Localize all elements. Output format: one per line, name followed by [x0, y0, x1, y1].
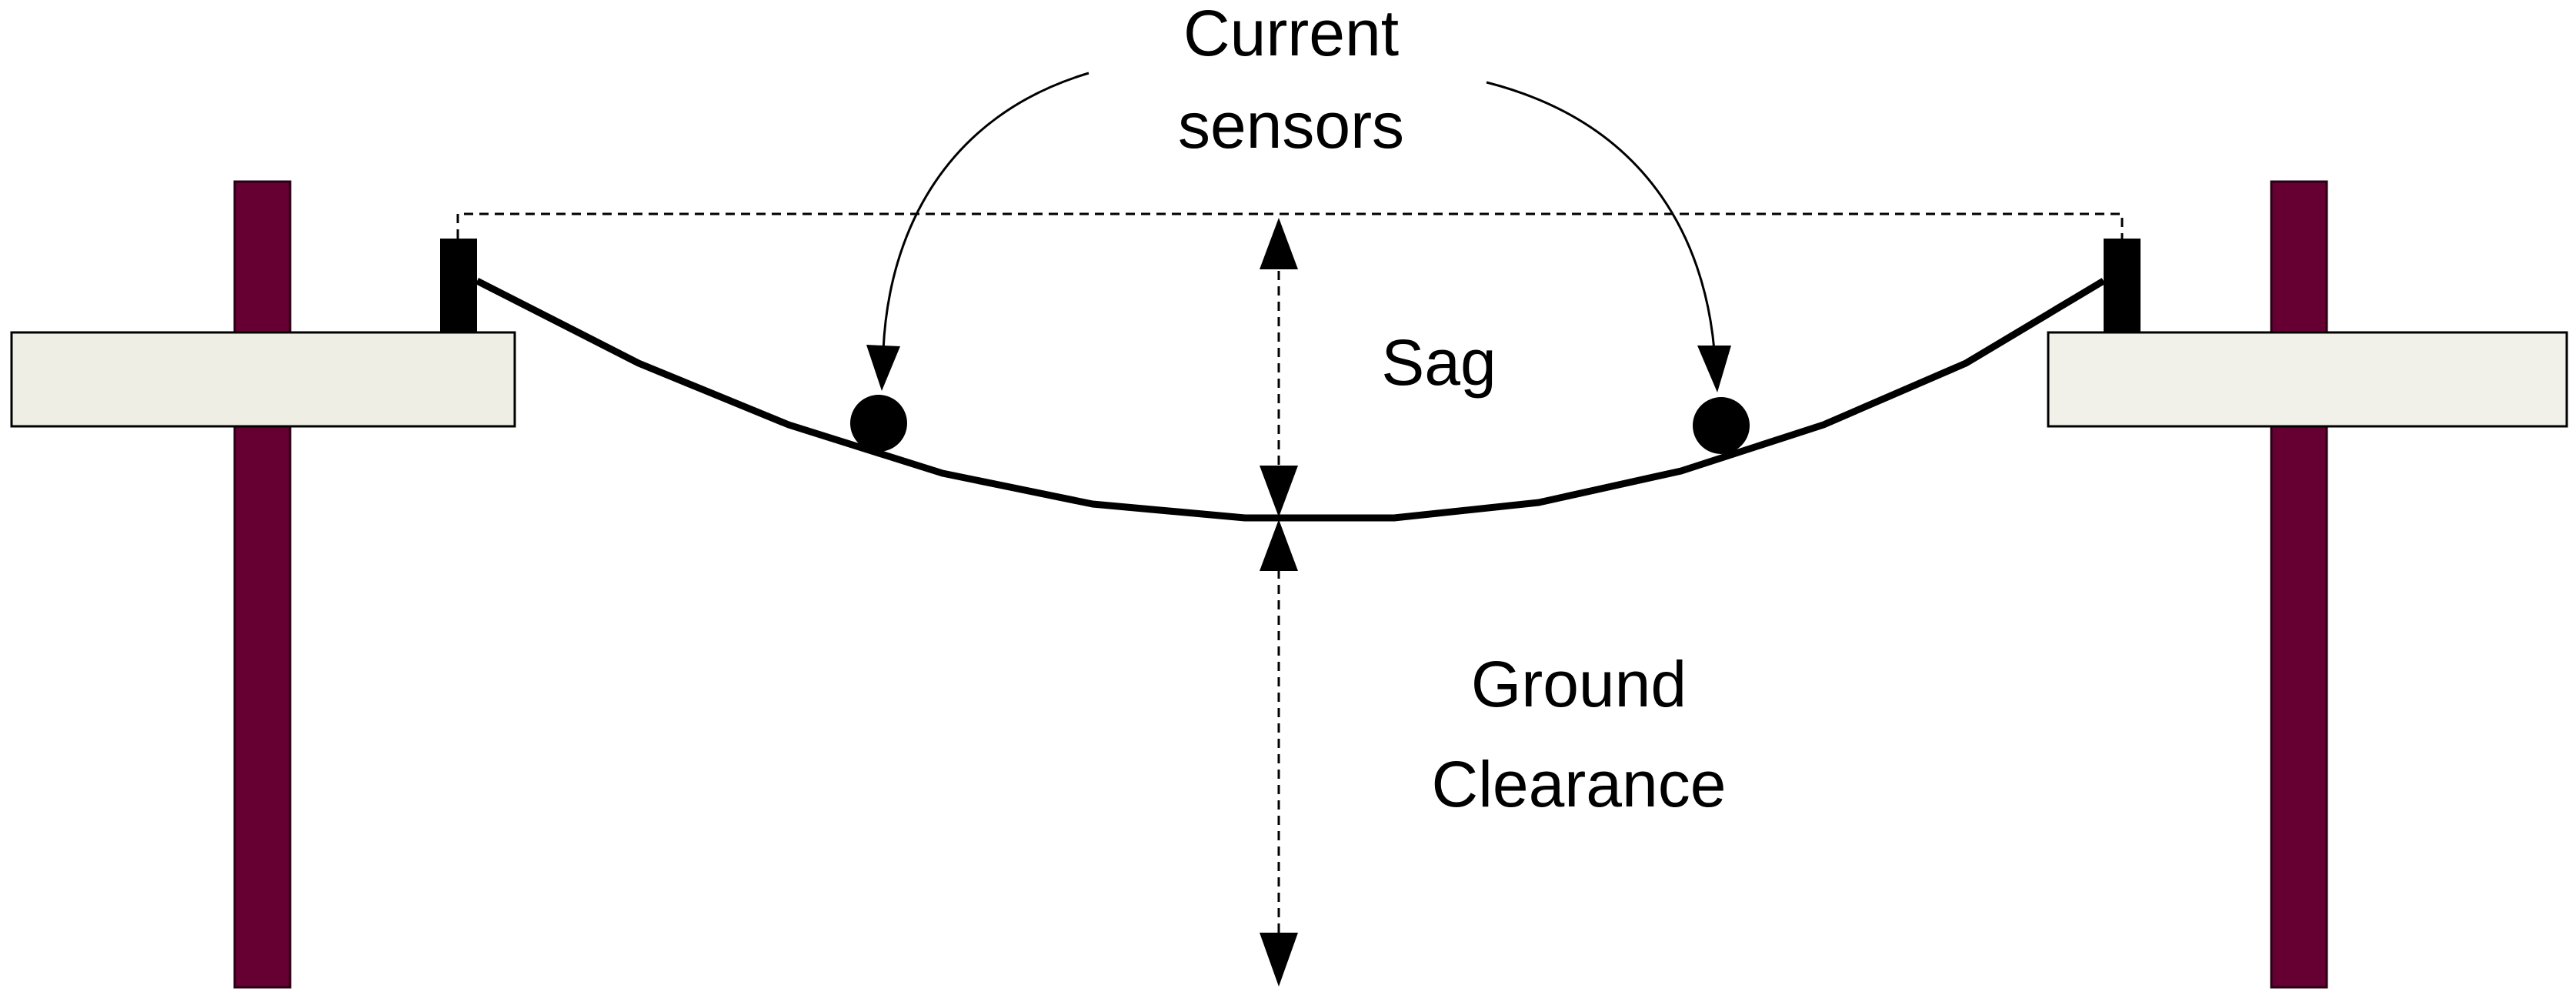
reference-dashed-line — [456, 212, 2124, 239]
right-insulator — [2104, 239, 2141, 332]
sensor-arrow-right — [1486, 81, 1716, 351]
ground-clearance-arrow-bottom — [1260, 933, 1298, 987]
current-sensor-left — [850, 395, 907, 452]
current-sensors-label-line1: Current — [1183, 0, 1399, 69]
ground-clearance-label-line1: Ground — [1471, 648, 1687, 720]
sensor-arrow-left — [882, 72, 1089, 351]
sag-arrow-bottom — [1260, 466, 1298, 517]
ground-clearance-label-line2: Clearance — [1432, 748, 1727, 820]
ground-clearance-arrow-top — [1260, 519, 1298, 571]
sag-label: Sag — [1381, 326, 1496, 399]
conductor-line — [475, 277, 2106, 522]
right-crossarm — [2047, 331, 2568, 428]
sag-arrow-top — [1260, 218, 1298, 269]
right-pole — [2270, 180, 2328, 989]
current-sensors-label-line2: sensors — [1178, 89, 1404, 162]
sensor-arrow-left-head — [866, 345, 900, 391]
current-sensor-right — [1693, 397, 1750, 454]
left-pole — [233, 180, 292, 989]
left-crossarm — [10, 331, 516, 428]
left-insulator — [440, 239, 477, 332]
sensor-arrow-right-head — [1697, 346, 1731, 392]
